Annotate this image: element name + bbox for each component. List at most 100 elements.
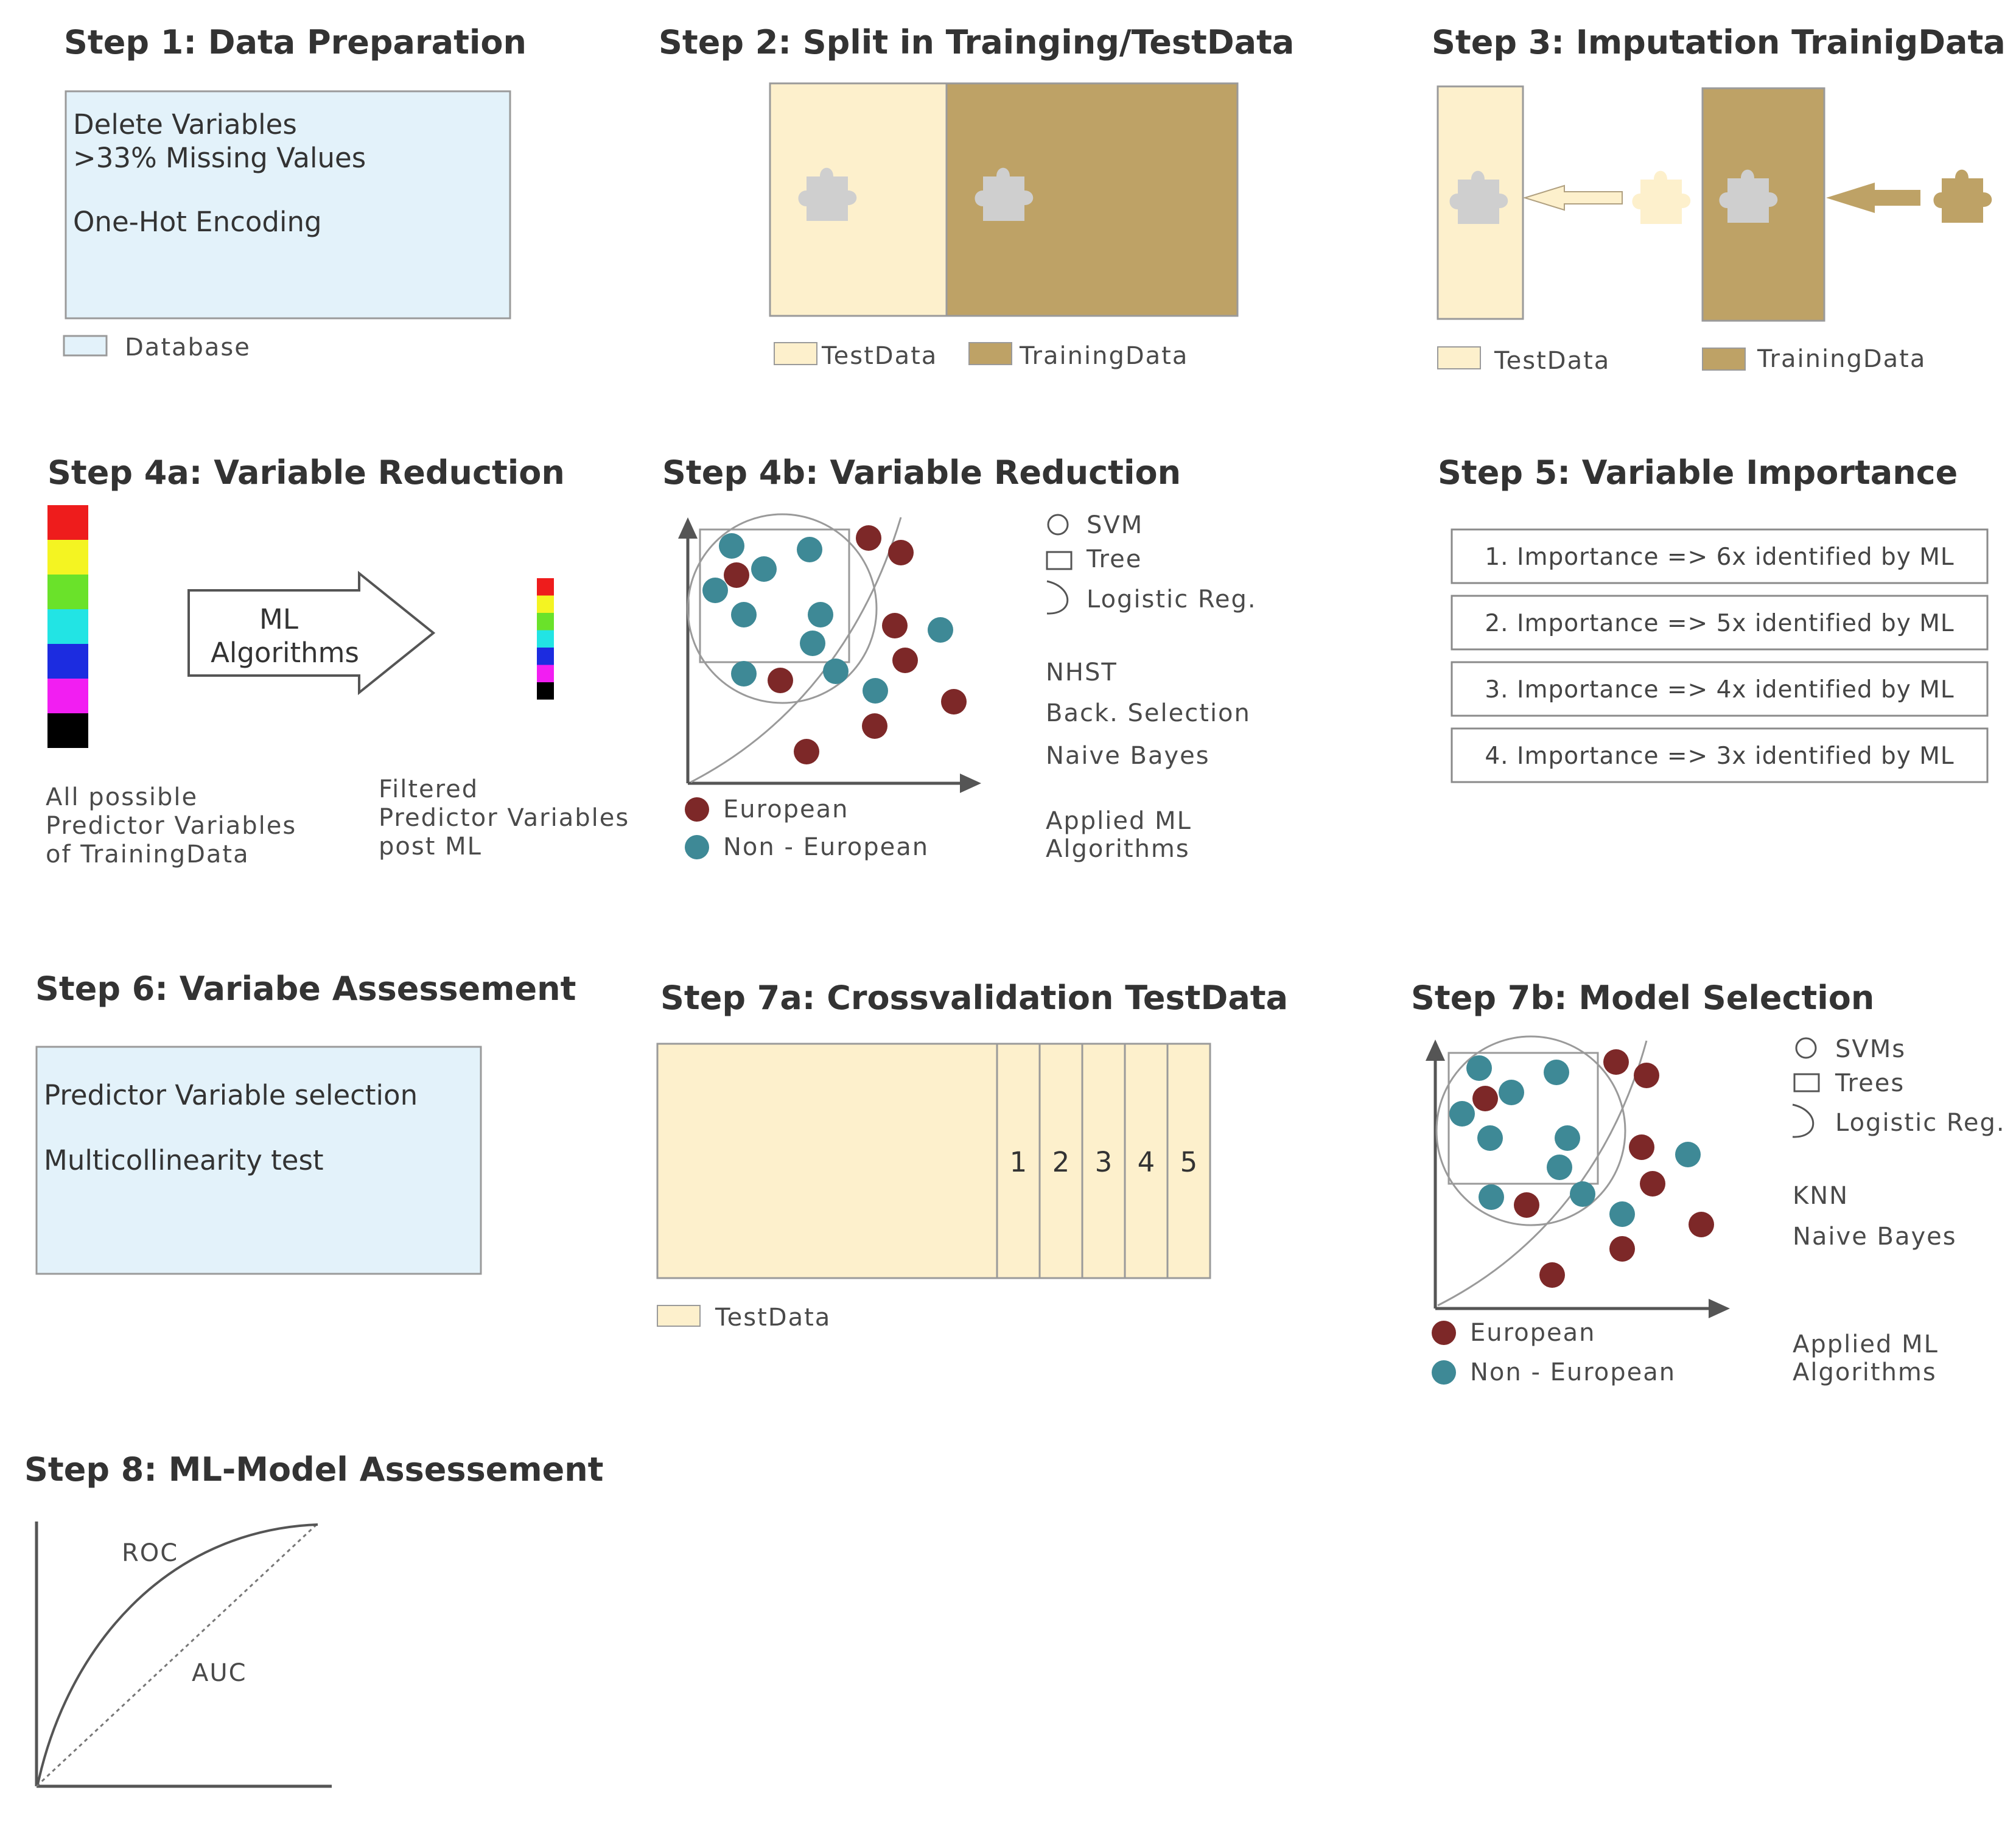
svm-boundary xyxy=(687,513,878,704)
step5-title: Step 5: Variable Importance xyxy=(1438,453,1958,492)
non-european-point xyxy=(928,617,953,643)
logistic-legend-label: Logistic Reg. xyxy=(1835,1109,2006,1137)
step6-line-selection: Predictor Variable selection xyxy=(44,1079,418,1111)
all-variables-color-bar xyxy=(47,505,88,748)
step1-panel: Step 1: Data Preparation Delete Variable… xyxy=(63,23,527,362)
step7b-panel: Step 7b: Model Selection European Non - … xyxy=(1411,979,2006,1386)
tree-legend-label: Trees xyxy=(1835,1069,1905,1097)
algorithm-label: NHST xyxy=(1046,659,1118,687)
tree-legend-label: Tree xyxy=(1086,545,1142,573)
test-data-legend-label: TestData xyxy=(715,1304,831,1332)
variable-color-swatch xyxy=(47,540,88,575)
non-european-point xyxy=(823,659,849,684)
filtered-variables-color-bar xyxy=(537,578,554,700)
logistic-legend-icon xyxy=(1792,1103,1815,1138)
importance-item-label: 3. Importance => 4x identified by ML xyxy=(1485,676,1954,704)
y-axis-arrowhead xyxy=(678,517,698,539)
step6-title: Step 6: Variabe Assessement xyxy=(35,970,576,1008)
european-point xyxy=(1514,1192,1539,1218)
importance-item-label: 1. Importance => 6x identified by ML xyxy=(1485,543,1954,571)
x-axis-arrowhead xyxy=(1709,1299,1730,1318)
step6-line-multicollinearity: Multicollinearity test xyxy=(44,1144,324,1176)
fold-label: 3 xyxy=(1095,1146,1113,1178)
step3-title: Step 3: Imputation TrainigData xyxy=(1432,23,2006,61)
step6-panel: Step 6: Variabe Assessement Predictor Va… xyxy=(35,970,576,1275)
puzzle-icon xyxy=(1632,170,1691,224)
puzzle-icon xyxy=(1933,169,1992,223)
chance-diagonal xyxy=(35,1523,318,1787)
test-data-block xyxy=(656,1043,998,1279)
variable-color-swatch xyxy=(47,713,88,748)
test-data-legend-swatch xyxy=(657,1305,701,1327)
test-data-legend-swatch xyxy=(1437,346,1481,369)
non-european-legend-marker xyxy=(685,835,709,859)
step4b-title: Step 4b: Variable Reduction xyxy=(662,453,1181,492)
importance-list: 1. Importance => 6x identified by ML 2. I… xyxy=(1451,528,1989,783)
step2-title: Step 2: Split in Trainging/TestData xyxy=(659,23,1294,61)
european-point xyxy=(892,648,918,673)
non-european-point xyxy=(1547,1155,1572,1180)
applied-ml-caption: Algorithms xyxy=(1793,1358,1937,1386)
applied-ml-caption: Algorithms xyxy=(1046,835,1190,863)
european-point xyxy=(888,540,914,565)
svm-legend-label: SVM xyxy=(1087,511,1143,539)
arrow-label-ml: ML xyxy=(259,603,298,635)
step1-line-missing: >33% Missing Values xyxy=(73,142,366,174)
fold-block xyxy=(1081,1043,1126,1279)
non-european-point xyxy=(1479,1184,1504,1210)
test-data-legend-label: TestData xyxy=(1494,347,1610,375)
y-axis-arrowhead xyxy=(1426,1040,1445,1061)
variable-color-swatch xyxy=(537,613,554,631)
tree-boundary xyxy=(1447,1052,1599,1185)
step8-title: Step 8: ML-Model Assessement xyxy=(24,1450,604,1489)
variable-color-swatch xyxy=(537,648,554,665)
non-european-point xyxy=(800,631,825,656)
svm-legend-label: SVMs xyxy=(1835,1035,1906,1063)
logistic-boundary xyxy=(690,517,902,783)
european-point xyxy=(794,739,819,764)
importance-item xyxy=(1451,727,1989,783)
variable-color-swatch xyxy=(537,665,554,682)
non-european-point xyxy=(1570,1181,1595,1207)
fold-label: 5 xyxy=(1180,1146,1198,1178)
step4a-panel: Step 4a: Variable Reduction ML Algorithm… xyxy=(46,453,628,868)
non-european-point xyxy=(719,533,744,559)
training-data-legend-swatch xyxy=(968,342,1012,365)
test-data-legend-label: TestData xyxy=(821,342,937,370)
importance-item xyxy=(1451,661,1989,717)
step3-panel: Step 3: Imputation TrainigData TestData … xyxy=(1432,23,2006,375)
step4b-panel: Step 4b: Variable Reduction European Non… xyxy=(662,453,1256,863)
european-point xyxy=(1609,1236,1635,1262)
algorithm-label: Naive Bayes xyxy=(1046,742,1210,770)
filtered-variables-caption: post ML xyxy=(379,833,482,861)
fold-label: 1 xyxy=(1010,1146,1027,1178)
fold-block xyxy=(1038,1043,1083,1279)
database-legend-label: Database xyxy=(125,334,251,362)
training-data-legend-swatch xyxy=(1702,348,1746,371)
roc-label: ROC xyxy=(122,1539,178,1567)
step8-panel: Step 8: ML-Model Assessement ROC AUC xyxy=(24,1450,604,1788)
non-european-point xyxy=(731,661,757,687)
svm-legend-icon xyxy=(1047,514,1069,536)
fold-block xyxy=(996,1043,1041,1279)
non-european-point xyxy=(863,678,888,704)
non-european-point xyxy=(797,537,822,562)
imputation-arrow-icon xyxy=(1826,183,1920,213)
non-european-point xyxy=(808,602,833,627)
european-point xyxy=(768,668,793,693)
variable-color-swatch xyxy=(537,682,554,700)
non-european-point xyxy=(1675,1142,1701,1167)
european-point xyxy=(862,713,887,739)
importance-item-label: 2. Importance => 5x identified by ML xyxy=(1485,610,1954,637)
filtered-variables-caption: Filtered xyxy=(379,775,478,803)
non-european-point xyxy=(1499,1080,1524,1105)
european-point xyxy=(941,689,967,715)
step1-line-delete: Delete Variables xyxy=(73,108,297,141)
step1-title: Step 1: Data Preparation xyxy=(64,23,527,61)
tree-boundary xyxy=(699,528,850,663)
class-scatter-points xyxy=(1449,1049,1714,1288)
applied-ml-caption: Applied ML xyxy=(1793,1330,1939,1358)
